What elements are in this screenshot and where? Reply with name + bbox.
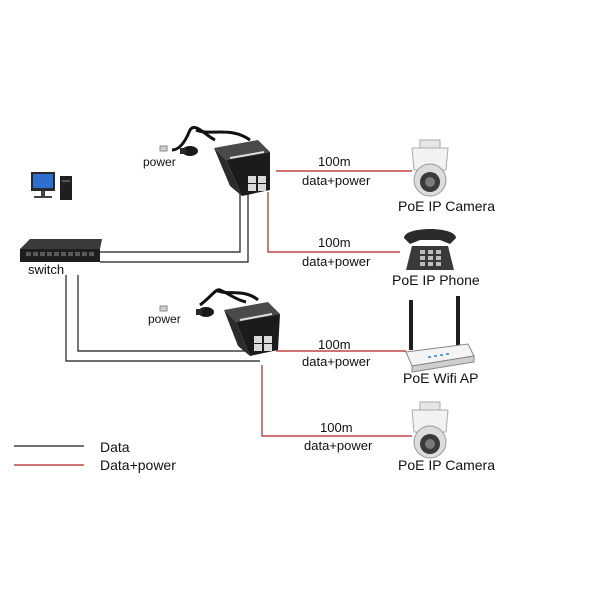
device-label-phone: PoE IP Phone <box>392 272 480 288</box>
device-label-wifi-ap: PoE Wifi AP <box>403 370 479 386</box>
link-type-label: data+power <box>302 354 371 369</box>
link-type-label: data+power <box>302 254 371 269</box>
link-distance-label: 100m <box>318 154 351 169</box>
data-line-switch-to-injector-2a <box>77 275 248 352</box>
power-line-to-phone <box>267 192 400 253</box>
data-line-switch-to-injector-2b <box>65 275 260 362</box>
power-label-top: power <box>143 155 176 169</box>
legend-power-label: Data+power <box>100 457 176 473</box>
data-line-switch-to-injector-1b <box>100 192 249 263</box>
link-type-label: data+power <box>304 438 373 453</box>
device-label-camera: PoE IP Camera <box>398 198 496 214</box>
power-label-bottom: power <box>148 312 181 326</box>
link-distance-label: 100m <box>318 337 351 352</box>
switch-label: switch <box>28 262 65 277</box>
link-type-label: data+power <box>302 173 371 188</box>
power-plug-icon <box>159 145 168 312</box>
link-distance-label: 100m <box>318 235 351 250</box>
link-distance-label: 100m <box>320 420 353 435</box>
data-line-switch-to-injector-1a <box>100 192 241 253</box>
power-line-to-camera-2 <box>261 365 412 437</box>
legend-data-label: Data <box>100 439 130 455</box>
device-label-camera: PoE IP Camera <box>398 457 496 473</box>
